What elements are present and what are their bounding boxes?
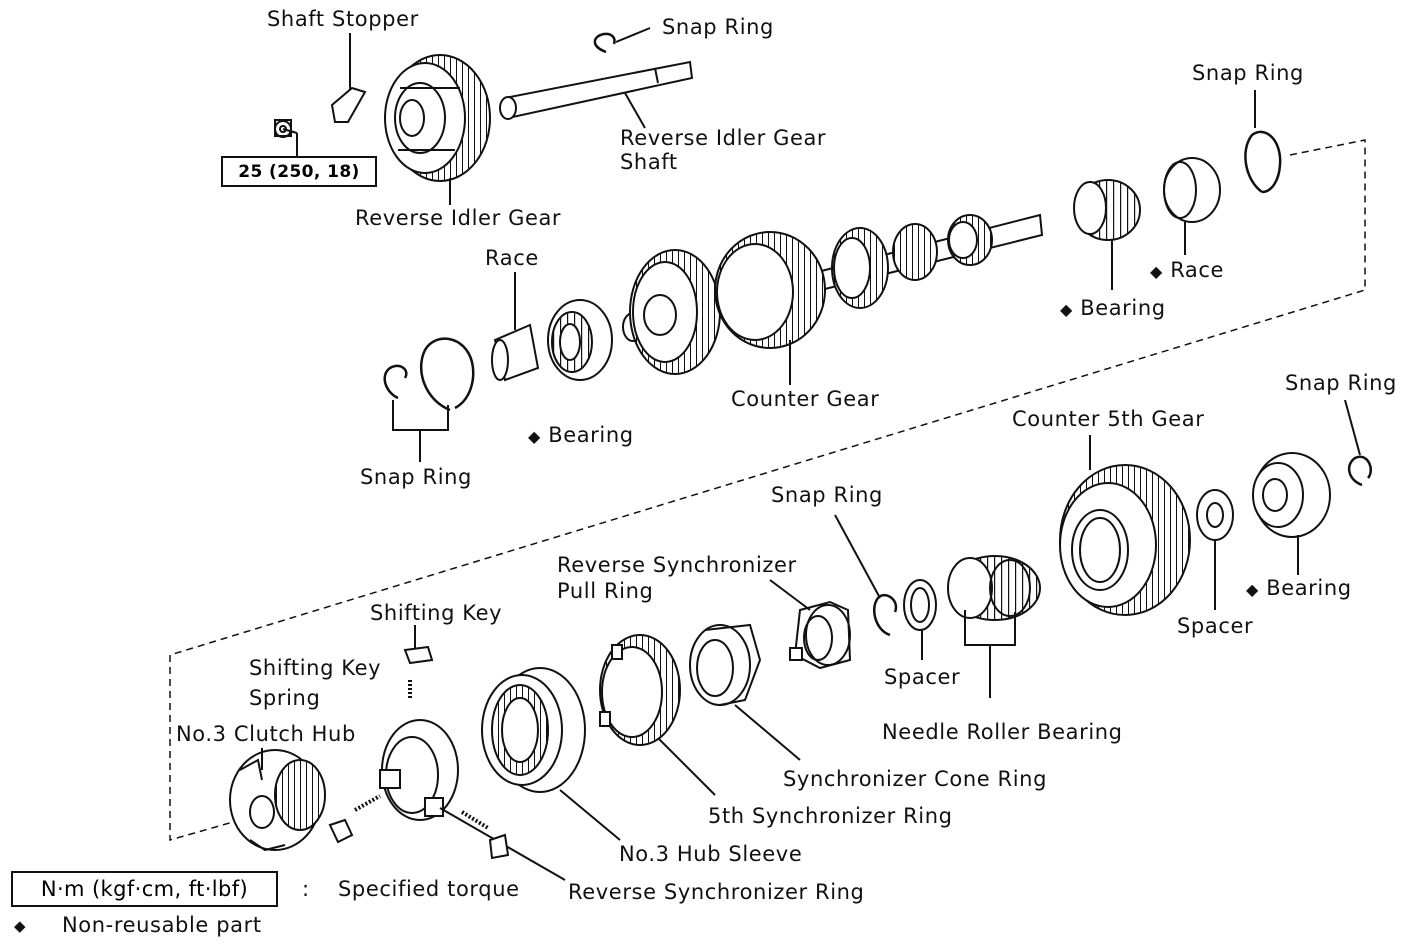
snap-ring-far-right-part [1347, 455, 1372, 487]
label-snap-ring-far-right: Snap Ring [1285, 371, 1397, 395]
shifting-key-part [403, 645, 434, 665]
snap-ring-mid-large-part [419, 337, 475, 412]
label-spacer-right: Spacer [1177, 614, 1254, 638]
snap-ring-top-part [593, 32, 616, 54]
no3-clutch-hub-part [229, 749, 326, 852]
diamond-icon: ◆ [1246, 580, 1259, 599]
no3-hub-sleeve-part [481, 667, 586, 793]
label-bearing-lower-right: ◆ Bearing [1246, 576, 1352, 600]
label-reverse-idler-gear: Reverse Idler Gear [355, 206, 562, 230]
reverse-idler-gear-shaft-part [499, 60, 694, 120]
reverse-synchronizer-ring-part [379, 719, 459, 821]
label-snap-ring-center: Snap Ring [771, 483, 883, 507]
legend-nonreusable-desc: Non-reusable part [62, 913, 262, 937]
race-upper-part [491, 323, 540, 382]
diamond-icon: ◆ [528, 427, 541, 446]
snap-ring-center-part [873, 593, 898, 637]
diamond-icon: ◆ [1150, 262, 1163, 281]
snap-ring-right-top-part [1244, 130, 1282, 194]
legend-torque-unit: N·m (kgf·cm, ft·lbf) [11, 871, 278, 907]
torque-spec-box: 25 (250, 18) [221, 156, 377, 187]
race-right-part [1163, 157, 1221, 223]
reverse-idler-gear-part [384, 54, 491, 182]
snap-ring-mid-small-part [383, 364, 408, 400]
dashed-guide [169, 139, 1366, 841]
bolt-icon [274, 119, 292, 138]
label-shifting-key: Shifting Key [370, 601, 503, 625]
label-reverse-sync-pull-ring-1: Reverse Synchronizer [557, 553, 797, 577]
bearing-mid-part [547, 299, 613, 381]
label-spacer-center: Spacer [884, 665, 961, 689]
label-reverse-idler-gear-shaft-2: Shaft [620, 150, 678, 174]
label-shifting-key-spring-1: Shifting Key [249, 656, 382, 680]
spacer-center-part [903, 579, 937, 631]
synchronizer-cone-ring-part [689, 623, 762, 706]
legend-colon: : [302, 877, 310, 901]
label-race-right: ◆ Race [1150, 258, 1225, 282]
legend-torque-desc: Specified torque [338, 877, 520, 901]
label-needle-roller-bearing: Needle Roller Bearing [882, 720, 1123, 744]
label-snap-ring-mid-left: Snap Ring [360, 465, 472, 489]
label-shaft-stopper: Shaft Stopper [267, 7, 419, 31]
label-counter-5th-gear: Counter 5th Gear [1012, 407, 1205, 431]
diamond-icon: ◆ [1060, 300, 1073, 319]
label-reverse-synchronizer-ring: Reverse Synchronizer Ring [568, 880, 865, 904]
label-snap-ring-right-top: Snap Ring [1192, 61, 1304, 85]
counter-gear-part [622, 213, 1044, 375]
label-counter-gear: Counter Gear [731, 387, 880, 411]
label-reverse-idler-gear-shaft-1: Reverse Idler Gear [620, 126, 827, 150]
label-synchronizer-cone-ring: Synchronizer Cone Ring [783, 767, 1048, 791]
label-no3-hub-sleeve: No.3 Hub Sleeve [619, 842, 803, 866]
bearing-lower-right-part [1252, 452, 1331, 538]
label-bearing-right: ◆ Bearing [1060, 296, 1166, 320]
label-bearing-mid: ◆ Bearing [528, 423, 634, 447]
label-no3-clutch-hub: No.3 Clutch Hub [176, 722, 356, 746]
label-snap-ring-top: Snap Ring [662, 15, 774, 39]
label-shifting-key-spring-2: Spring [249, 686, 321, 710]
legend-nonreusable-symbol: ◆ [14, 917, 27, 935]
spacer-right-part [1196, 489, 1234, 541]
reverse-sync-pull-ring-part [789, 600, 852, 670]
counter-5th-gear-part [1059, 464, 1191, 616]
label-race-upper: Race [485, 246, 539, 270]
fifth-synchronizer-ring-part [599, 634, 681, 746]
label-reverse-sync-pull-ring-2: Pull Ring [557, 579, 654, 603]
bearing-right-part [1073, 179, 1141, 241]
needle-roller-bearing-part [947, 555, 1041, 621]
shaft-stopper-part [330, 86, 367, 123]
label-fifth-synchronizer-ring: 5th Synchronizer Ring [708, 804, 953, 828]
